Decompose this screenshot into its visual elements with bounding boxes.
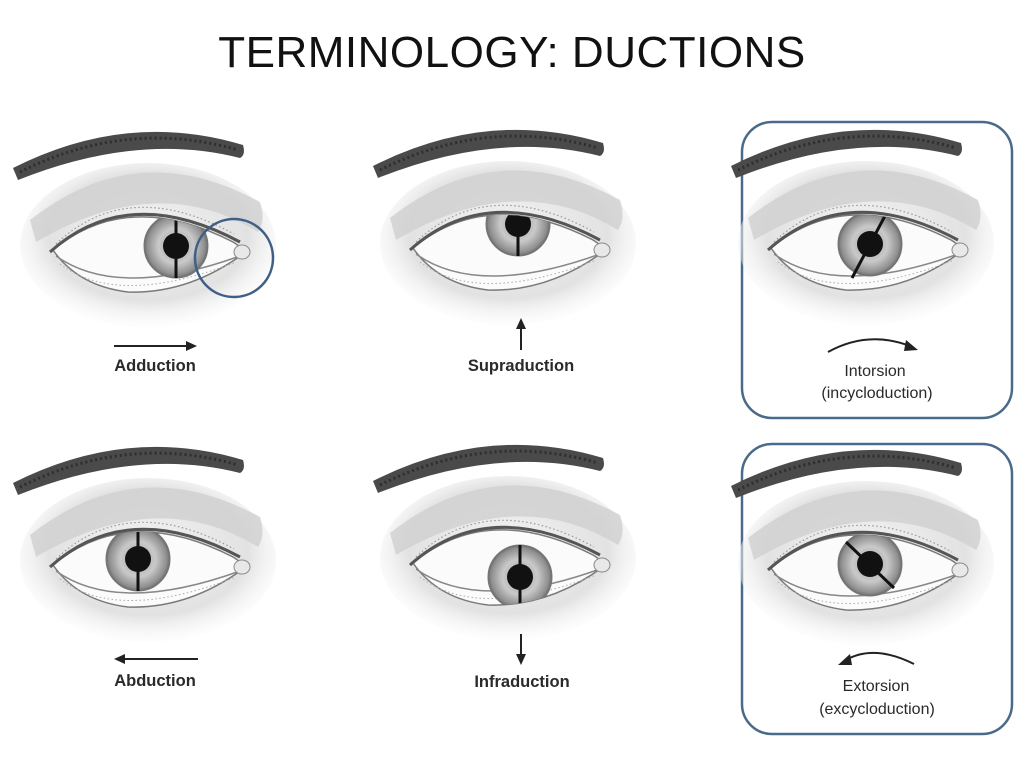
arrow-left-icon bbox=[114, 654, 198, 664]
caruncle-highlight-circle bbox=[193, 217, 275, 299]
arrow-right-icon bbox=[114, 341, 197, 351]
label-adduction: Adduction bbox=[114, 357, 196, 375]
label-infraduction: Infraduction bbox=[474, 673, 569, 691]
adduction-eye bbox=[11, 130, 278, 329]
infraduction-eye bbox=[371, 443, 638, 642]
curved-arrow-clockwise-icon bbox=[827, 338, 918, 353]
sublabel-excycloduction: (excycloduction) bbox=[819, 701, 935, 718]
extorsion-eye bbox=[729, 448, 996, 647]
arrow-down-icon bbox=[516, 634, 526, 665]
abduction-eye bbox=[11, 445, 278, 644]
supraduction-eye bbox=[371, 128, 638, 327]
sublabel-incycloduction: (incycloduction) bbox=[821, 385, 932, 402]
curved-arrow-counterclockwise-icon bbox=[838, 651, 915, 665]
arrow-up-icon bbox=[516, 318, 526, 350]
label-intorsion: Intorsion bbox=[844, 363, 905, 380]
extorsion-frame bbox=[740, 442, 1014, 736]
intorsion-frame bbox=[740, 120, 1014, 420]
page-title: TERMINOLOGY: DUCTIONS bbox=[218, 28, 806, 77]
label-supraduction: Supraduction bbox=[468, 357, 574, 375]
label-extorsion: Extorsion bbox=[843, 678, 910, 695]
label-abduction: Abduction bbox=[114, 672, 196, 690]
intorsion-eye bbox=[729, 128, 996, 327]
